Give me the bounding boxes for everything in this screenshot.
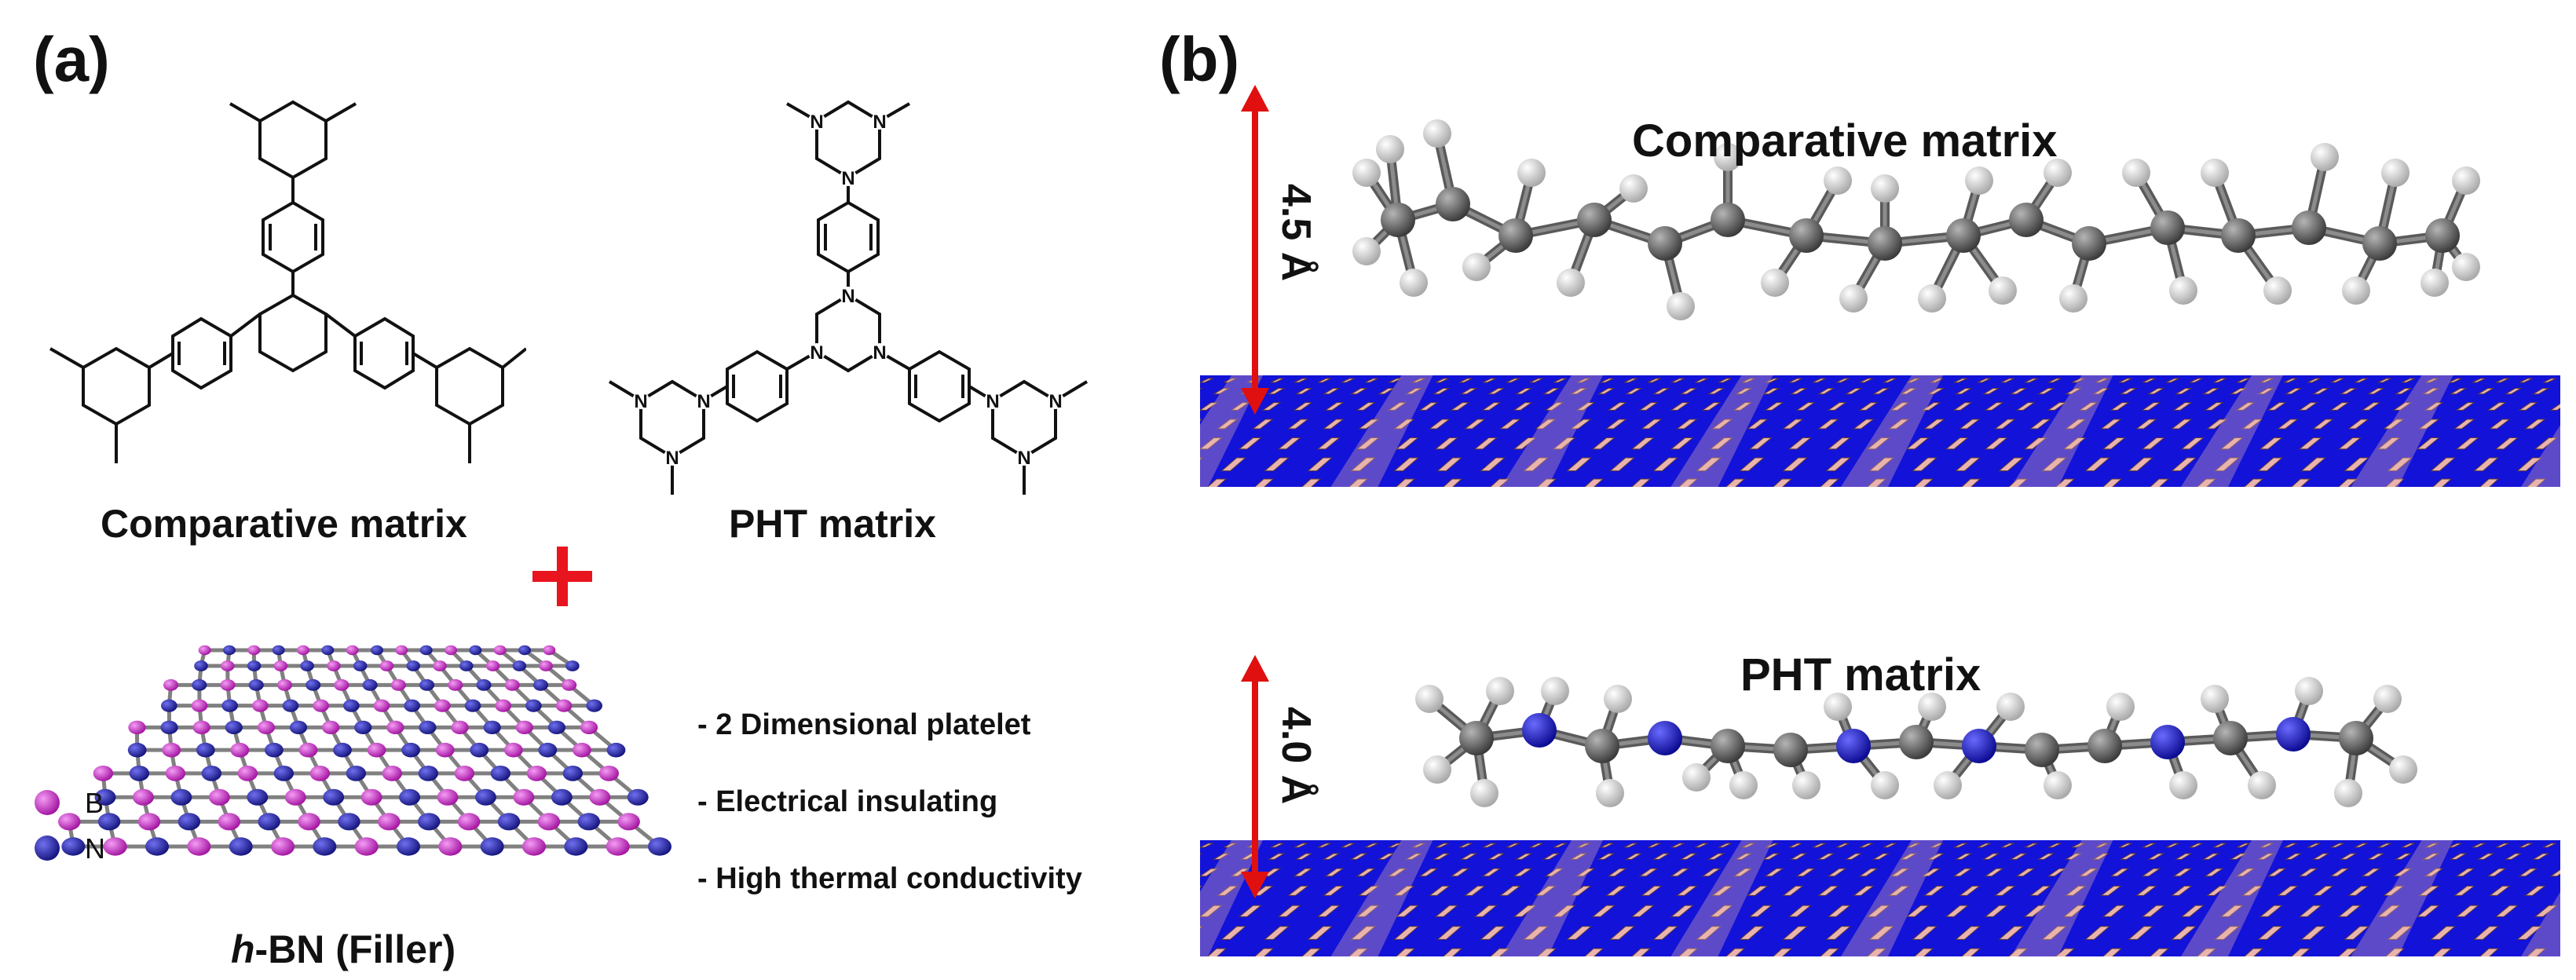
pht-matrix-label: PHT matrix [729, 502, 936, 546]
hbn-surface-top [1200, 375, 2560, 487]
svg-text:N: N [873, 342, 886, 364]
pht-model-title: PHT matrix [1740, 649, 1981, 700]
distance-arrow-bottom [1241, 655, 1269, 898]
svg-text:N: N [665, 448, 679, 469]
property-thermal-conductivity: - High thermal conductivity [697, 862, 1082, 895]
comparative-matrix-structure [49, 100, 526, 463]
svg-text:N: N [697, 391, 710, 412]
legend-label-n: N [85, 832, 105, 865]
svg-text:N: N [841, 168, 854, 189]
pht-matrix-structure: N N N N N N N N N N N N [608, 100, 1089, 495]
plus-icon [532, 547, 592, 606]
panel-b-label: (b) [1159, 24, 1240, 94]
property-electrical-insulating: - Electrical insulating [697, 785, 998, 818]
pht-molecule-model [1415, 677, 2417, 807]
svg-text:N: N [1048, 391, 1062, 412]
filler-label-italic: h [231, 927, 255, 971]
svg-text:N: N [634, 391, 647, 412]
panel-a-label: (a) [33, 24, 110, 94]
comparative-matrix-label: Comparative matrix [101, 502, 467, 546]
legend-swatches [35, 790, 60, 861]
distance-label-bottom: 4.0 Å [1273, 707, 1319, 805]
svg-text:N: N [986, 391, 999, 412]
filler-label: h-BN (Filler) [231, 927, 456, 972]
hbn-lattice-illustration [58, 645, 671, 856]
svg-text:N: N [810, 112, 823, 133]
hbn-surface-bottom [1200, 840, 2560, 956]
filler-label-rest: -BN (Filler) [254, 927, 456, 971]
comparative-model-title: Comparative matrix [1632, 115, 2058, 166]
svg-text:N: N [810, 342, 823, 364]
nitrogen-swatch-icon [35, 836, 60, 861]
svg-text:N: N [873, 112, 886, 133]
boron-swatch-icon [35, 790, 60, 815]
svg-text:N: N [1017, 448, 1030, 469]
comparative-molecule-model [1352, 119, 2480, 320]
legend-label-b: B [85, 787, 104, 819]
svg-text:N: N [841, 286, 854, 307]
distance-label-top: 4.5 Å [1273, 184, 1319, 282]
distance-arrow-top [1241, 85, 1269, 415]
property-2d-platelet: - 2 Dimensional platelet [697, 708, 1031, 741]
